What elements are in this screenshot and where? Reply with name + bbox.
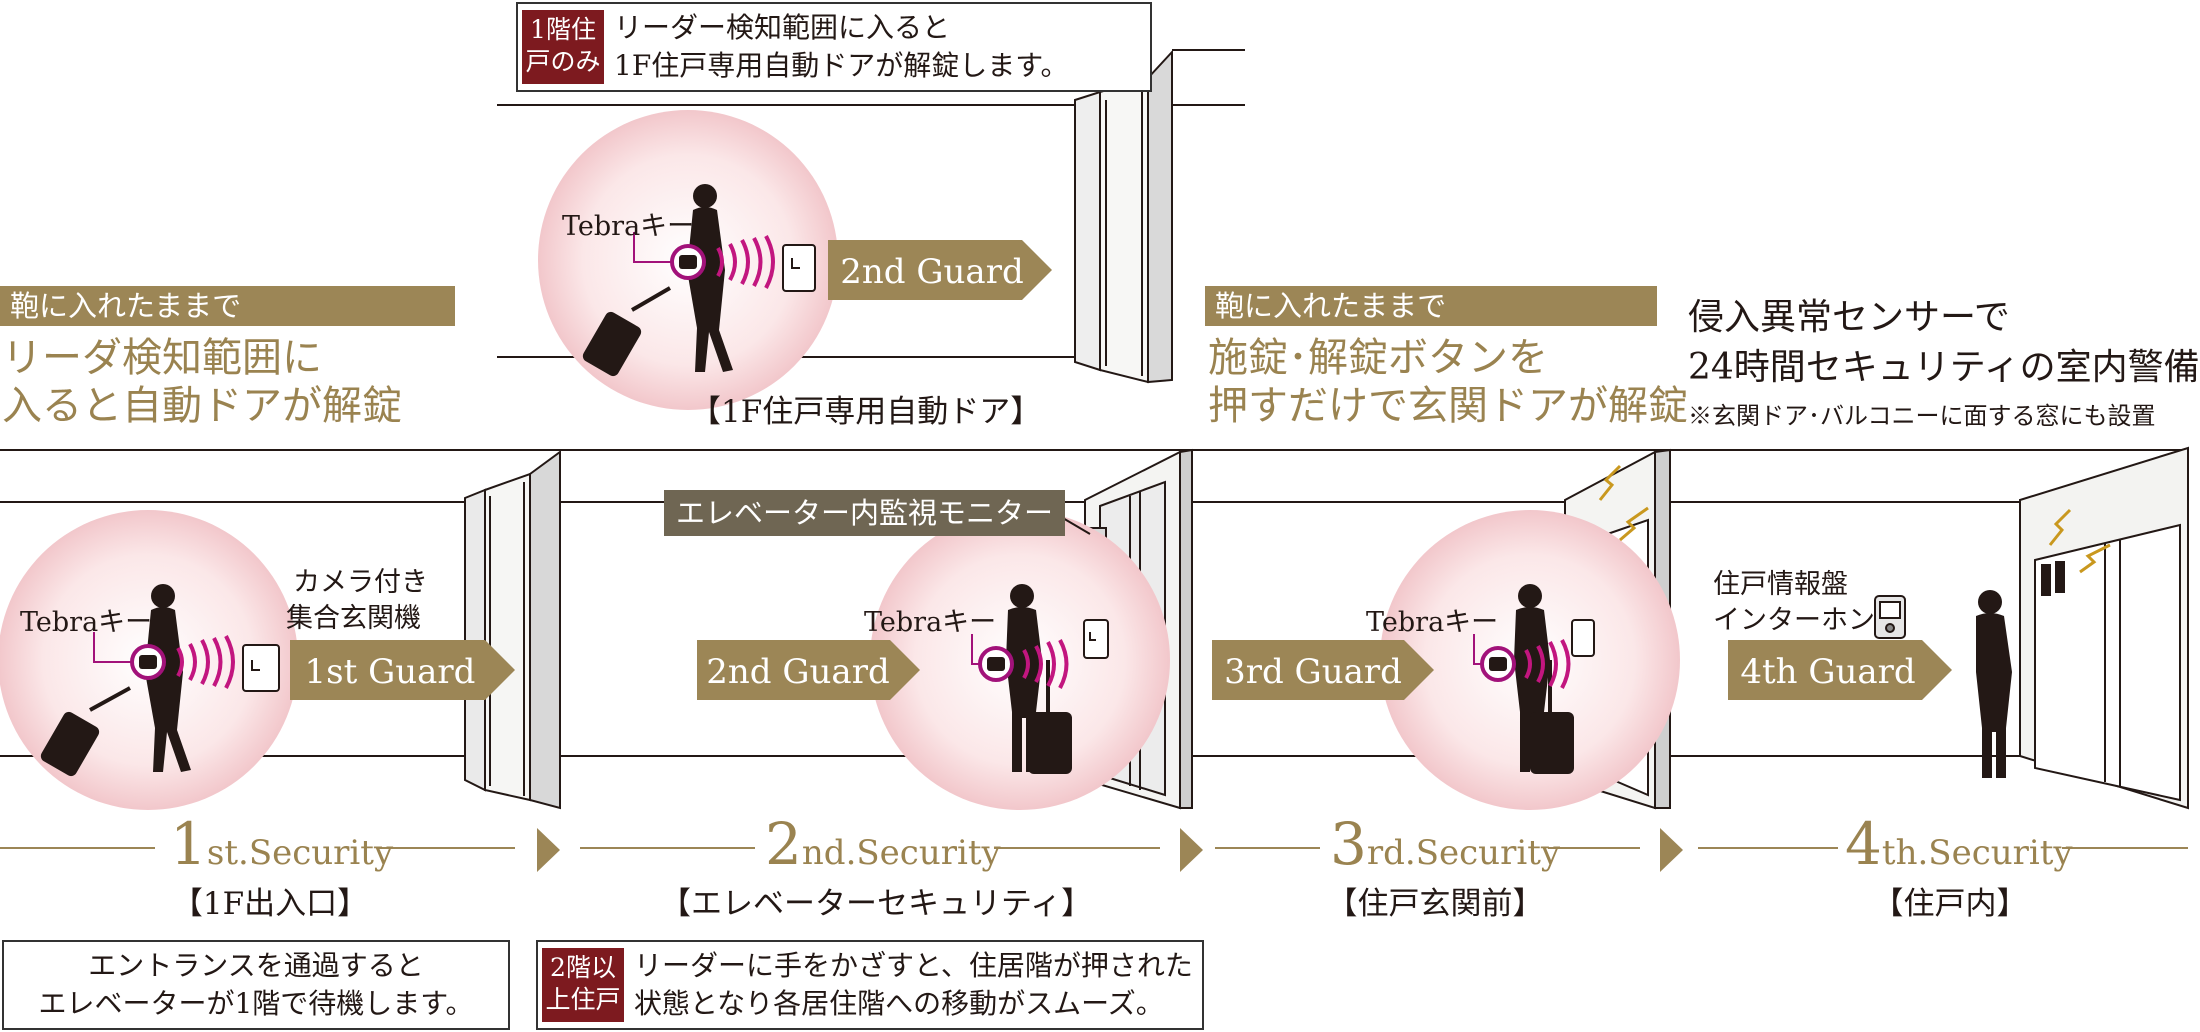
intercom-icon (1874, 595, 1906, 639)
timeline-chevrons (537, 828, 1683, 872)
security-4: 4th.Security (1845, 810, 2073, 878)
left-lead-line-1: リーダ検知範囲に (2, 335, 322, 381)
interior-window (2019, 446, 2189, 810)
bottom-note-2-line-1: リーダーに手をかざすと、住居階が押された (634, 949, 1193, 982)
security-1: 1st.Security (170, 810, 394, 878)
sensor-note: ※玄関ドア･バルコニーに面する窓にも設置 (1688, 402, 2156, 430)
right-banner: 鞄に入れたままで (1205, 286, 1657, 326)
elevator-monitor-label: エレベーター内監視モニター (664, 490, 1066, 536)
bottom-note-1-line-2: エレベーターが1階で待機します。 (38, 987, 474, 1020)
top-note-line-2: 1F住戸専用自動ドアが解錠します。 (614, 49, 1069, 82)
left-banner: 鞄に入れたままで (0, 286, 455, 326)
guard-label-4: 4th Guard (1740, 652, 1915, 692)
guard-label-2: 2nd Guard (706, 652, 889, 692)
guard-arrows (290, 240, 1952, 700)
bottom-note-2: 2階以上住戸 リーダーに手をかざすと、住居階が押された 状態となり各居住階への移… (536, 940, 1204, 1030)
tebra-label-3: Tebraキー (1366, 607, 1499, 638)
top-auto-door (1074, 49, 1173, 384)
sensor-line-1: 侵入異常センサーで (1688, 297, 2010, 338)
sensor-icon (1598, 464, 2111, 574)
bottom-note-2-line-2: 状態となり各居住階への移動がスムーズ。 (634, 987, 1164, 1020)
right-lead-line-1: 施錠･解錠ボタンを (1208, 335, 1548, 381)
security-2: 2nd.Security (765, 810, 1001, 878)
guard-label-3: 3rd Guard (1224, 652, 1402, 692)
right-lead-line-2: 押すだけで玄関ドアが解錠 (1208, 383, 1688, 429)
signal-waves (176, 235, 1571, 689)
top-note-tag: 1階住戸のみ (522, 10, 604, 84)
device-label-4a: 住戸情報盤 (1713, 569, 1848, 600)
top-caption: 【1F住戸専用自動ドア】 (690, 394, 1042, 430)
guard-arrow-top (828, 240, 1052, 300)
device-label-1b: 集合玄関機 (286, 603, 421, 634)
reader-panel-icon (242, 244, 1595, 692)
guard-arrow-2 (697, 640, 920, 700)
tebra-label-2: Tebraキー (864, 607, 997, 638)
bottom-note-2-tag: 2階以上住戸 (542, 948, 624, 1022)
location-1: 【1F出入口】 (171, 886, 369, 922)
bottom-note-1-line-1: エントランスを通過すると (88, 949, 424, 982)
sensor-line-2: 24時間セキュリティの室内警備 (1688, 347, 2200, 388)
tebra-label-top: Tebraキー (562, 211, 695, 242)
location-2: 【エレベーターセキュリティ】 (660, 886, 1093, 922)
guard-arrow-4 (1728, 640, 1952, 700)
tebra-label-1: Tebraキー (20, 607, 153, 638)
guard-label-top: 2nd Guard (840, 252, 1023, 292)
bottom-note-1: エントランスを通過すると エレベーターが1階で待機します。 (2, 940, 510, 1030)
entrance-door (464, 450, 561, 810)
guard-arrow-1 (290, 640, 515, 700)
location-3: 【住戸玄関前】 (1326, 886, 1544, 922)
guard-arrow-3 (1212, 640, 1434, 700)
top-note-line-1: リーダー検知範囲に入ると (614, 11, 951, 44)
left-lead-line-2: 入ると自動ドアが解錠 (2, 383, 402, 429)
location-4: 【住戸内】 (1872, 886, 2028, 922)
top-note-box: 1階住戸のみ リーダー検知範囲に入ると 1F住戸専用自動ドアが解錠します。 (516, 2, 1152, 92)
security-3: 3rd.Security (1330, 810, 1561, 878)
device-label-4b: インターホン (1713, 605, 1875, 636)
device-label-1a: カメラ付き (293, 567, 428, 598)
guard-label-1: 1st Guard (305, 652, 476, 692)
suitcase-icon (40, 286, 1574, 777)
